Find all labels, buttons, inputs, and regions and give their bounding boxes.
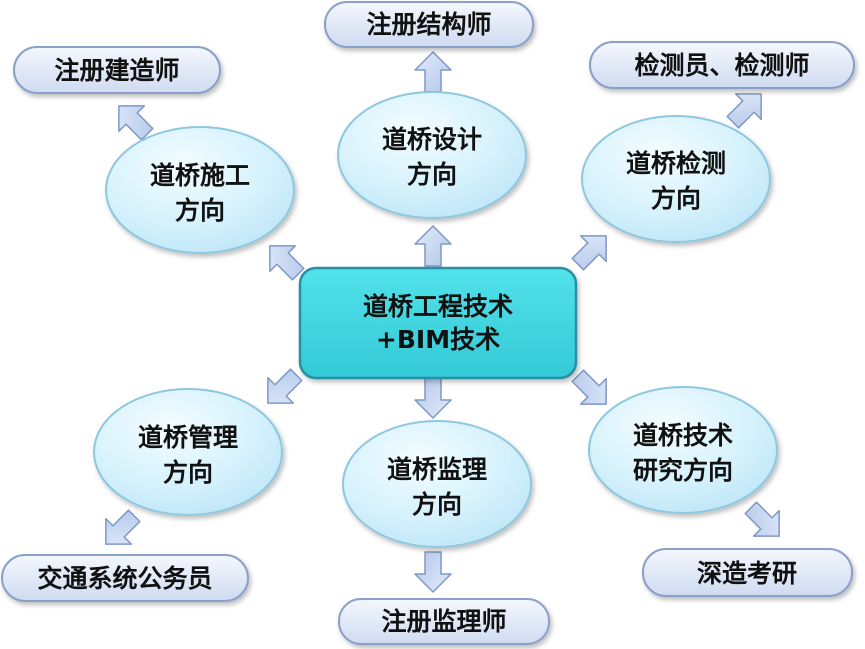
direction-supervision bbox=[342, 420, 532, 548]
arrow-center-to-inspection bbox=[564, 222, 620, 278]
direction-management bbox=[93, 388, 283, 516]
arrow-research-to-graduate bbox=[737, 494, 793, 550]
career-construction-engineer bbox=[13, 46, 221, 94]
career-civil-servant-label: 交通系统公务员 bbox=[37, 564, 212, 593]
career-supervision-engineer-label: 注册监理师 bbox=[381, 607, 506, 636]
career-inspector-label: 检测员、检测师 bbox=[634, 51, 809, 80]
direction-design-line2: 方向 bbox=[407, 160, 457, 189]
career-inspector bbox=[589, 41, 855, 89]
center-node bbox=[298, 266, 578, 380]
career-construction-engineer-label: 注册建造师 bbox=[54, 56, 179, 85]
career-structural-engineer-label: 注册结构师 bbox=[366, 10, 491, 39]
direction-inspection bbox=[581, 115, 771, 243]
direction-design-line1: 道桥设计 bbox=[382, 125, 482, 154]
direction-management-line2: 方向 bbox=[163, 458, 213, 487]
career-graduate-study bbox=[642, 548, 853, 597]
direction-supervision-line1: 道桥监理 bbox=[387, 455, 487, 484]
career-supervision-engineer bbox=[338, 598, 550, 645]
career-nodes bbox=[1, 1, 855, 645]
arrow-design-to-structural bbox=[414, 51, 452, 93]
direction-design bbox=[337, 91, 527, 219]
career-civil-servant bbox=[1, 554, 249, 602]
center-title-line2: +BIM技术 bbox=[376, 325, 500, 354]
direction-construction-line1: 道桥施工 bbox=[150, 161, 250, 190]
direction-inspection-line1: 道桥检测 bbox=[626, 149, 726, 178]
career-graduate-study-label: 深造考研 bbox=[697, 559, 797, 588]
direction-research-line1: 道桥技术 bbox=[633, 421, 733, 450]
arrow-center-to-design bbox=[414, 225, 452, 267]
direction-research bbox=[588, 386, 778, 514]
direction-inspection-line2: 方向 bbox=[651, 184, 701, 213]
direction-management-line1: 道桥管理 bbox=[138, 423, 238, 452]
direction-nodes bbox=[93, 91, 778, 548]
career-structural-engineer bbox=[324, 1, 534, 48]
direction-construction bbox=[105, 126, 295, 254]
direction-construction-line2: 方向 bbox=[175, 196, 225, 225]
arrow-supervision-to-engineer bbox=[414, 551, 452, 593]
arrow-management-to-civil-servant bbox=[92, 502, 148, 558]
direction-supervision-line2: 方向 bbox=[412, 490, 462, 519]
center-title-line1: 道桥工程技术 bbox=[363, 292, 513, 321]
arrow-center-to-supervision bbox=[414, 377, 452, 419]
direction-research-line2: 研究方向 bbox=[633, 456, 733, 485]
